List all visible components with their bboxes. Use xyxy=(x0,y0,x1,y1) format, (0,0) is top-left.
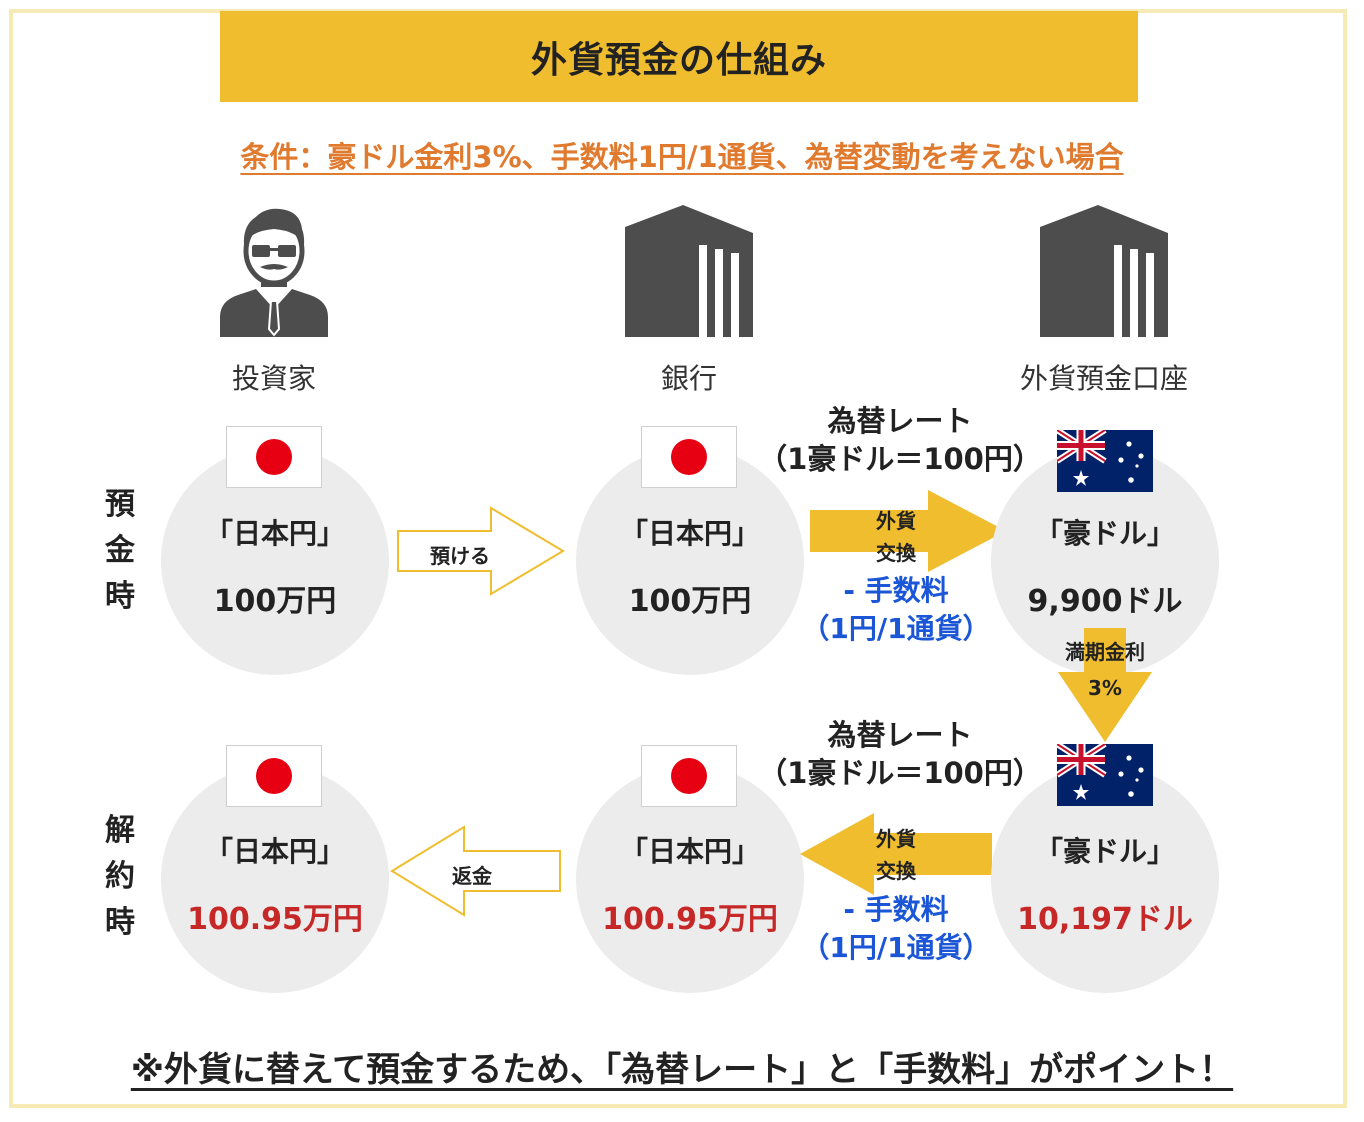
deposit-arrow-label: 預ける xyxy=(430,544,490,568)
bank-label: 銀行 xyxy=(660,362,717,395)
cancel-account-amount: 10,197ドル xyxy=(1017,902,1193,937)
return-arrow-label: 返金 xyxy=(452,864,492,888)
bank-building-icon xyxy=(625,205,753,337)
investor-icon xyxy=(220,208,328,337)
deposit-investor-amount: 100万円 xyxy=(213,584,337,619)
footnote-text: ※外貨に替えて預金するため、「為替レート」と「手数料」がポイント！ xyxy=(130,1050,1234,1090)
interest-arrow xyxy=(1058,628,1152,742)
deposit-account-currency: 「豪ドル」 xyxy=(1034,517,1175,550)
australia-flag-icon xyxy=(1057,430,1153,492)
deposit-account-amount: 9,900ドル xyxy=(1027,584,1183,619)
japan-flag-icon xyxy=(226,426,322,488)
page-title: 外貨預金の仕組み xyxy=(530,39,827,81)
deposit-bank-amount: 100万円 xyxy=(628,584,752,619)
cancel-investor-currency: 「日本円」 xyxy=(204,835,345,868)
account-label: 外貨預金口座 xyxy=(1019,362,1188,395)
deposit-exchange-arrow xyxy=(810,490,1006,572)
japan-flag-icon xyxy=(226,745,322,807)
japan-flag-icon xyxy=(641,745,737,807)
condition-text: 条件：豪ドル金利3%、手数料1円/1通貨、為替変動を考えない場合 xyxy=(240,140,1124,174)
deposit-arrow xyxy=(397,506,565,596)
japan-flag-icon xyxy=(641,426,737,488)
cancel-row-label: 解 約 時 xyxy=(105,813,135,940)
condition-line: 条件：豪ドル金利3%、手数料1円/1通貨、為替変動を考えない場合 xyxy=(0,134,1364,176)
deposit-row-label: 預 金 時 xyxy=(105,487,135,614)
deposit-fee: - 手数料 （1円/1通貨） xyxy=(801,574,991,645)
cancel-investor-amount: 100.95万円 xyxy=(187,902,363,937)
australia-flag-icon xyxy=(1057,744,1153,806)
deposit-investor-currency: 「日本円」 xyxy=(204,517,345,550)
return-arrow xyxy=(390,825,561,917)
cancel-bank-amount: 100.95万円 xyxy=(602,902,778,937)
cancel-exchange-label: 外貨 交換 xyxy=(876,827,916,883)
cancel-fee: - 手数料 （1円/1通貨） xyxy=(801,893,991,964)
interest-label: 満期金利 3% xyxy=(1065,640,1145,700)
account-building-icon xyxy=(1040,205,1168,337)
deposit-rate: 為替レート （1豪ドル＝100円） xyxy=(758,404,1042,476)
cancel-bank-currency: 「日本円」 xyxy=(619,835,760,868)
cancel-exchange-arrow xyxy=(800,813,992,895)
cancel-account-currency: 「豪ドル」 xyxy=(1034,835,1175,868)
title-banner: 外貨預金の仕組み xyxy=(220,11,1138,102)
investor-label: 投資家 xyxy=(231,362,316,395)
deposit-exchange-label: 外貨 交換 xyxy=(876,509,916,565)
footnote: ※外貨に替えて預金するため、「為替レート」と「手数料」がポイント！ xyxy=(0,1042,1364,1091)
deposit-bank-currency: 「日本円」 xyxy=(619,517,760,550)
cancel-rate: 為替レート （1豪ドル＝100円） xyxy=(758,718,1042,790)
